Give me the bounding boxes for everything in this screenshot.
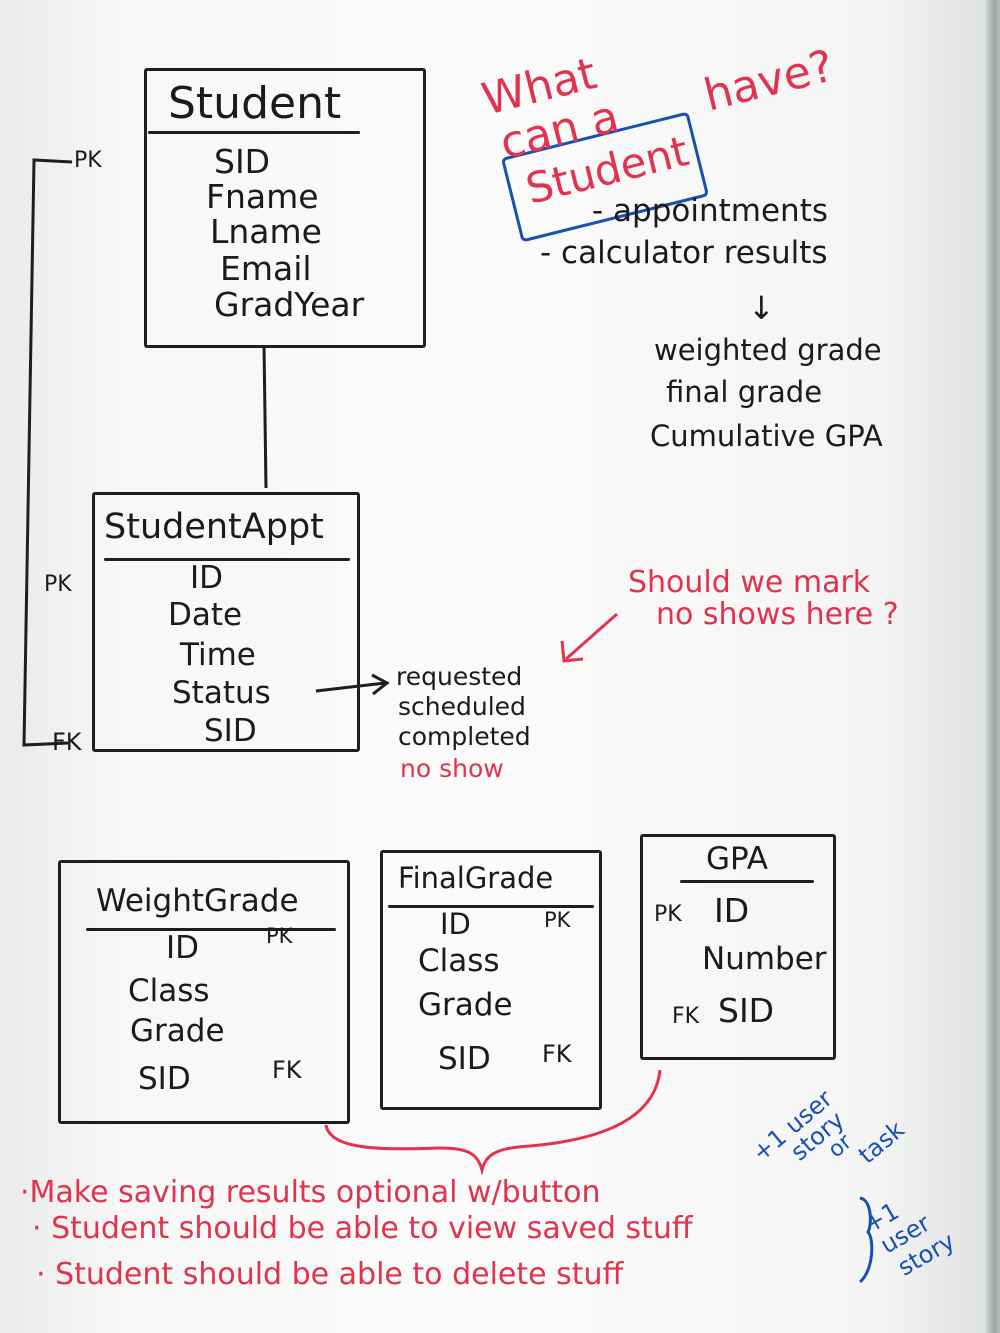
status-value-completed: completed bbox=[398, 722, 531, 751]
gpa-title: GPA bbox=[706, 841, 768, 877]
studentappt-field-time: Time bbox=[180, 637, 256, 673]
weightgrade-field-sid: SID bbox=[138, 1061, 191, 1097]
gpa-pk-label: PK bbox=[654, 902, 682, 927]
student-divider bbox=[148, 131, 360, 134]
gpa-field-id: ID bbox=[714, 891, 750, 930]
student-entity bbox=[144, 68, 426, 348]
gpa-divider bbox=[680, 880, 814, 883]
whiteboard-frame bbox=[986, 0, 1000, 1333]
studentappt-field-status: Status bbox=[172, 675, 271, 711]
no-show-question-line1: Should we mark bbox=[628, 565, 871, 600]
finalgrade-entity bbox=[380, 850, 602, 1110]
weightgrade-divider bbox=[86, 928, 336, 931]
gpa-fk-label: FK bbox=[672, 1004, 700, 1029]
note-delete-stuff: · Student should be able to delete stuff bbox=[36, 1257, 624, 1292]
result-weighted-grade: weighted grade bbox=[654, 333, 882, 367]
finalgrade-divider bbox=[388, 905, 594, 908]
gpa-field-sid: SID bbox=[718, 991, 775, 1030]
question-have: have? bbox=[699, 40, 839, 122]
status-value-requested: requested bbox=[396, 662, 523, 691]
status-value-no-show: no show bbox=[400, 754, 504, 783]
weightgrade-pk-label: PK bbox=[266, 924, 293, 948]
studentappt-field-sid: SID bbox=[204, 713, 257, 749]
studentappt-field-id: ID bbox=[190, 560, 224, 596]
studentappt-field-date: Date bbox=[168, 597, 243, 633]
finalgrade-field-grade: Grade bbox=[418, 987, 513, 1023]
question-item-calculator-results: - calculator results bbox=[540, 235, 828, 271]
blue-note-user-story: +1 user story bbox=[847, 1159, 997, 1309]
student-field-gradyear: GradYear bbox=[214, 285, 365, 324]
weightgrade-title: WeightGrade bbox=[96, 883, 299, 919]
blue-note-1-line4: task bbox=[853, 1115, 910, 1170]
weightgrade-field-grade: Grade bbox=[130, 1013, 225, 1049]
student-field-sid: SID bbox=[214, 142, 271, 181]
question-item-appointments: - appointments bbox=[592, 193, 828, 229]
student-pk-label: PK bbox=[74, 148, 102, 173]
student-title: Student bbox=[168, 78, 342, 129]
finalgrade-field-id: ID bbox=[440, 907, 471, 941]
no-show-question-line2: no shows here ? bbox=[656, 597, 899, 632]
result-cumulative-gpa: Cumulative GPA bbox=[650, 419, 883, 453]
weightgrade-field-id: ID bbox=[166, 930, 200, 966]
note-make-saving-optional: ·Make saving results optional w/button bbox=[20, 1175, 601, 1210]
gpa-entity bbox=[640, 834, 836, 1060]
student-field-lname: Lname bbox=[210, 212, 322, 251]
weightgrade-fk-label: FK bbox=[272, 1056, 302, 1084]
weightgrade-field-class: Class bbox=[128, 973, 210, 1009]
studentappt-divider bbox=[104, 558, 350, 561]
student-field-email: Email bbox=[220, 249, 312, 288]
studentappt-pk-label: PK bbox=[44, 572, 72, 597]
studentappt-entity bbox=[92, 492, 360, 752]
finalgrade-title: FinalGrade bbox=[398, 861, 554, 895]
result-final-grade: final grade bbox=[666, 375, 823, 409]
finalgrade-field-class: Class bbox=[418, 943, 500, 979]
finalgrade-field-sid: SID bbox=[438, 1041, 491, 1077]
gpa-field-number: Number bbox=[702, 941, 827, 977]
student-field-fname: Fname bbox=[206, 177, 319, 216]
finalgrade-pk-label: PK bbox=[544, 908, 571, 932]
note-view-saved-stuff: · Student should be able to view saved s… bbox=[32, 1211, 693, 1246]
studentappt-fk-label: FK bbox=[52, 728, 82, 756]
weightgrade-entity bbox=[58, 860, 350, 1124]
down-arrow-icon: ↓ bbox=[748, 289, 775, 327]
status-value-scheduled: scheduled bbox=[398, 692, 526, 721]
studentappt-title: StudentAppt bbox=[104, 507, 324, 547]
finalgrade-fk-label: FK bbox=[542, 1040, 572, 1068]
